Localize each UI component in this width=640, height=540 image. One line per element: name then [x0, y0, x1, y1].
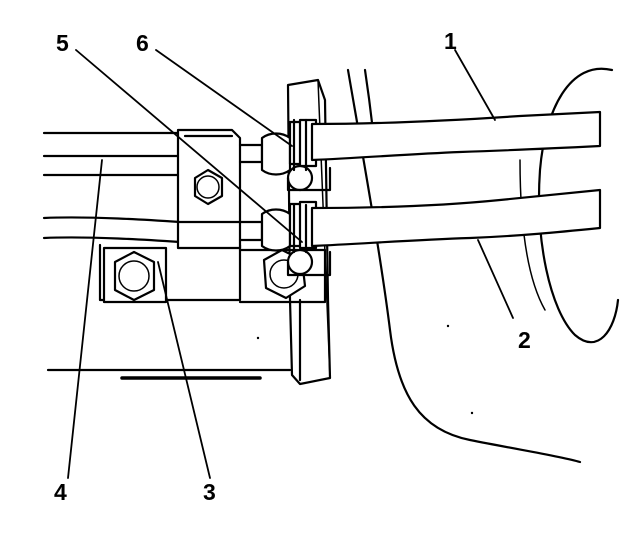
leader-2: [477, 239, 514, 319]
callout-labels: 1 2 3 4 5 6: [54, 28, 531, 505]
callout-6: 6: [136, 30, 149, 56]
leader-4: [67, 159, 103, 479]
lower-pipe: [310, 188, 602, 248]
callout-5: 5: [56, 30, 69, 56]
speckles: [256, 324, 474, 415]
callout-1: 1: [444, 28, 457, 54]
leader-3: [157, 261, 211, 479]
callout-4: 4: [54, 479, 67, 505]
oval-housing: [519, 67, 620, 344]
callout-3: 3: [203, 479, 216, 505]
callout-2: 2: [518, 327, 531, 353]
lower-clip: [286, 203, 332, 277]
upper-pipe: [310, 110, 602, 162]
leader-6: [155, 49, 293, 147]
leader-1: [454, 49, 496, 121]
leader-5: [75, 49, 303, 243]
upper-clip: [286, 118, 332, 192]
lower-left-pipes: [42, 131, 182, 244]
hex-bolt-left: [102, 246, 168, 304]
leader-lines: [67, 49, 514, 479]
lower-tube-fitting: [238, 200, 318, 252]
lower-panel: [46, 243, 292, 380]
fitting-block: [176, 128, 242, 250]
